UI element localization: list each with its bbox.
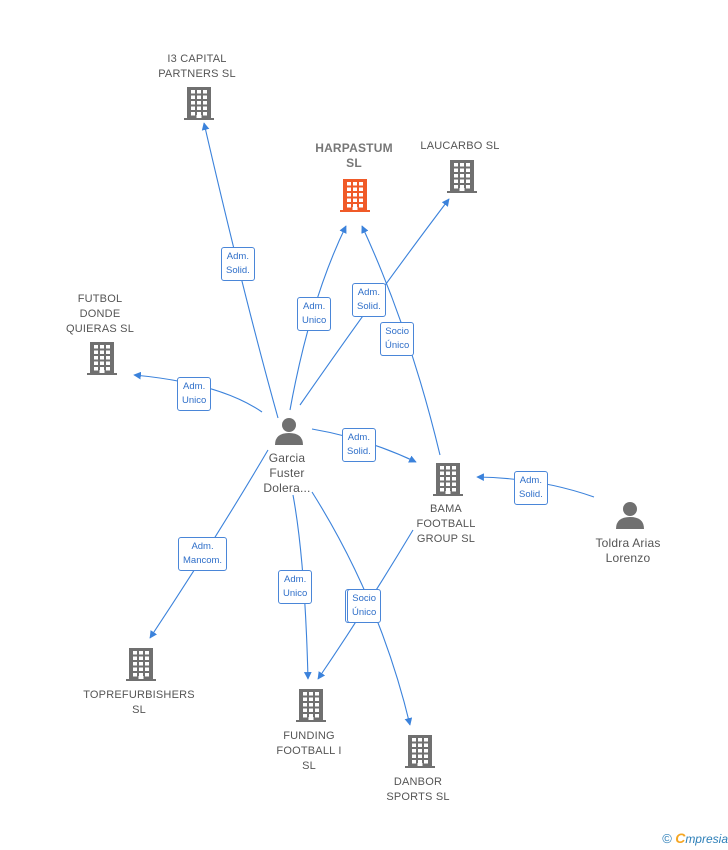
node-label-toldra[interactable]: Toldra Arias Lorenzo bbox=[595, 536, 661, 565]
copyright-icon: © bbox=[662, 831, 672, 846]
edge-label-garcia-bama[interactable]: Adm. Solid. bbox=[342, 428, 376, 462]
building-icon-harpastum[interactable] bbox=[340, 179, 370, 212]
edge-garcia-i3capital bbox=[201, 122, 279, 419]
brand-logo-text: mpresia bbox=[685, 832, 728, 846]
brand-logo-letter: C bbox=[675, 830, 686, 846]
edge-label-garcia-funding[interactable]: Adm. Unico bbox=[278, 570, 313, 604]
person-icon-toldra[interactable] bbox=[616, 502, 644, 529]
building-icon-danbor[interactable] bbox=[405, 735, 435, 768]
node-label-futbol[interactable]: FUTBOL DONDE QUIERAS SL bbox=[65, 293, 135, 335]
edge-label-toldra-bama[interactable]: Adm. Solid. bbox=[514, 471, 548, 505]
building-icon-i3capital[interactable] bbox=[184, 87, 214, 120]
node-label-bama[interactable]: BAMA FOOTBALL GROUP SL bbox=[416, 503, 476, 545]
node-label-harpastum[interactable]: HARPASTUM SL bbox=[315, 141, 393, 170]
building-icon-bama[interactable] bbox=[433, 463, 463, 496]
edge-label-bama-harpastum[interactable]: Socio Único bbox=[380, 322, 415, 356]
node-label-danbor[interactable]: DANBOR SPORTS SL bbox=[386, 776, 450, 803]
edge-label-garcia-i3capital[interactable]: Adm. Solid. bbox=[221, 247, 255, 281]
edge-label-garcia-laucarbo[interactable]: Adm. Solid. bbox=[352, 283, 386, 317]
node-label-funding[interactable]: FUNDING FOOTBALL I SL bbox=[276, 730, 342, 772]
node-label-toprefurb[interactable]: TOPREFURBISHERS SL bbox=[83, 689, 195, 716]
edge-label-garcia-harpastum[interactable]: Adm. Unico bbox=[297, 297, 332, 331]
node-label-i3capital[interactable]: I3 CAPITAL PARTNERS SL bbox=[158, 53, 236, 80]
edge-label-garcia-danbor[interactable]: Socio Único bbox=[347, 589, 382, 623]
person-icon-garcia[interactable] bbox=[275, 418, 303, 445]
edge-label-garcia-toprefurb[interactable]: Adm. Mancom. bbox=[178, 537, 228, 571]
building-icon-laucarbo[interactable] bbox=[447, 160, 477, 193]
footer-brand: © Cmpresia bbox=[662, 830, 728, 846]
node-label-garcia[interactable]: Garcia Fuster Dolera... bbox=[263, 451, 311, 495]
building-icon-futbol[interactable] bbox=[87, 342, 117, 375]
node-label-laucarbo[interactable]: LAUCARBO SL bbox=[420, 140, 500, 152]
building-icon-funding[interactable] bbox=[296, 689, 326, 722]
edge-label-garcia-futbol[interactable]: Adm. Unico bbox=[177, 377, 212, 411]
building-icon-toprefurb[interactable] bbox=[126, 648, 156, 681]
